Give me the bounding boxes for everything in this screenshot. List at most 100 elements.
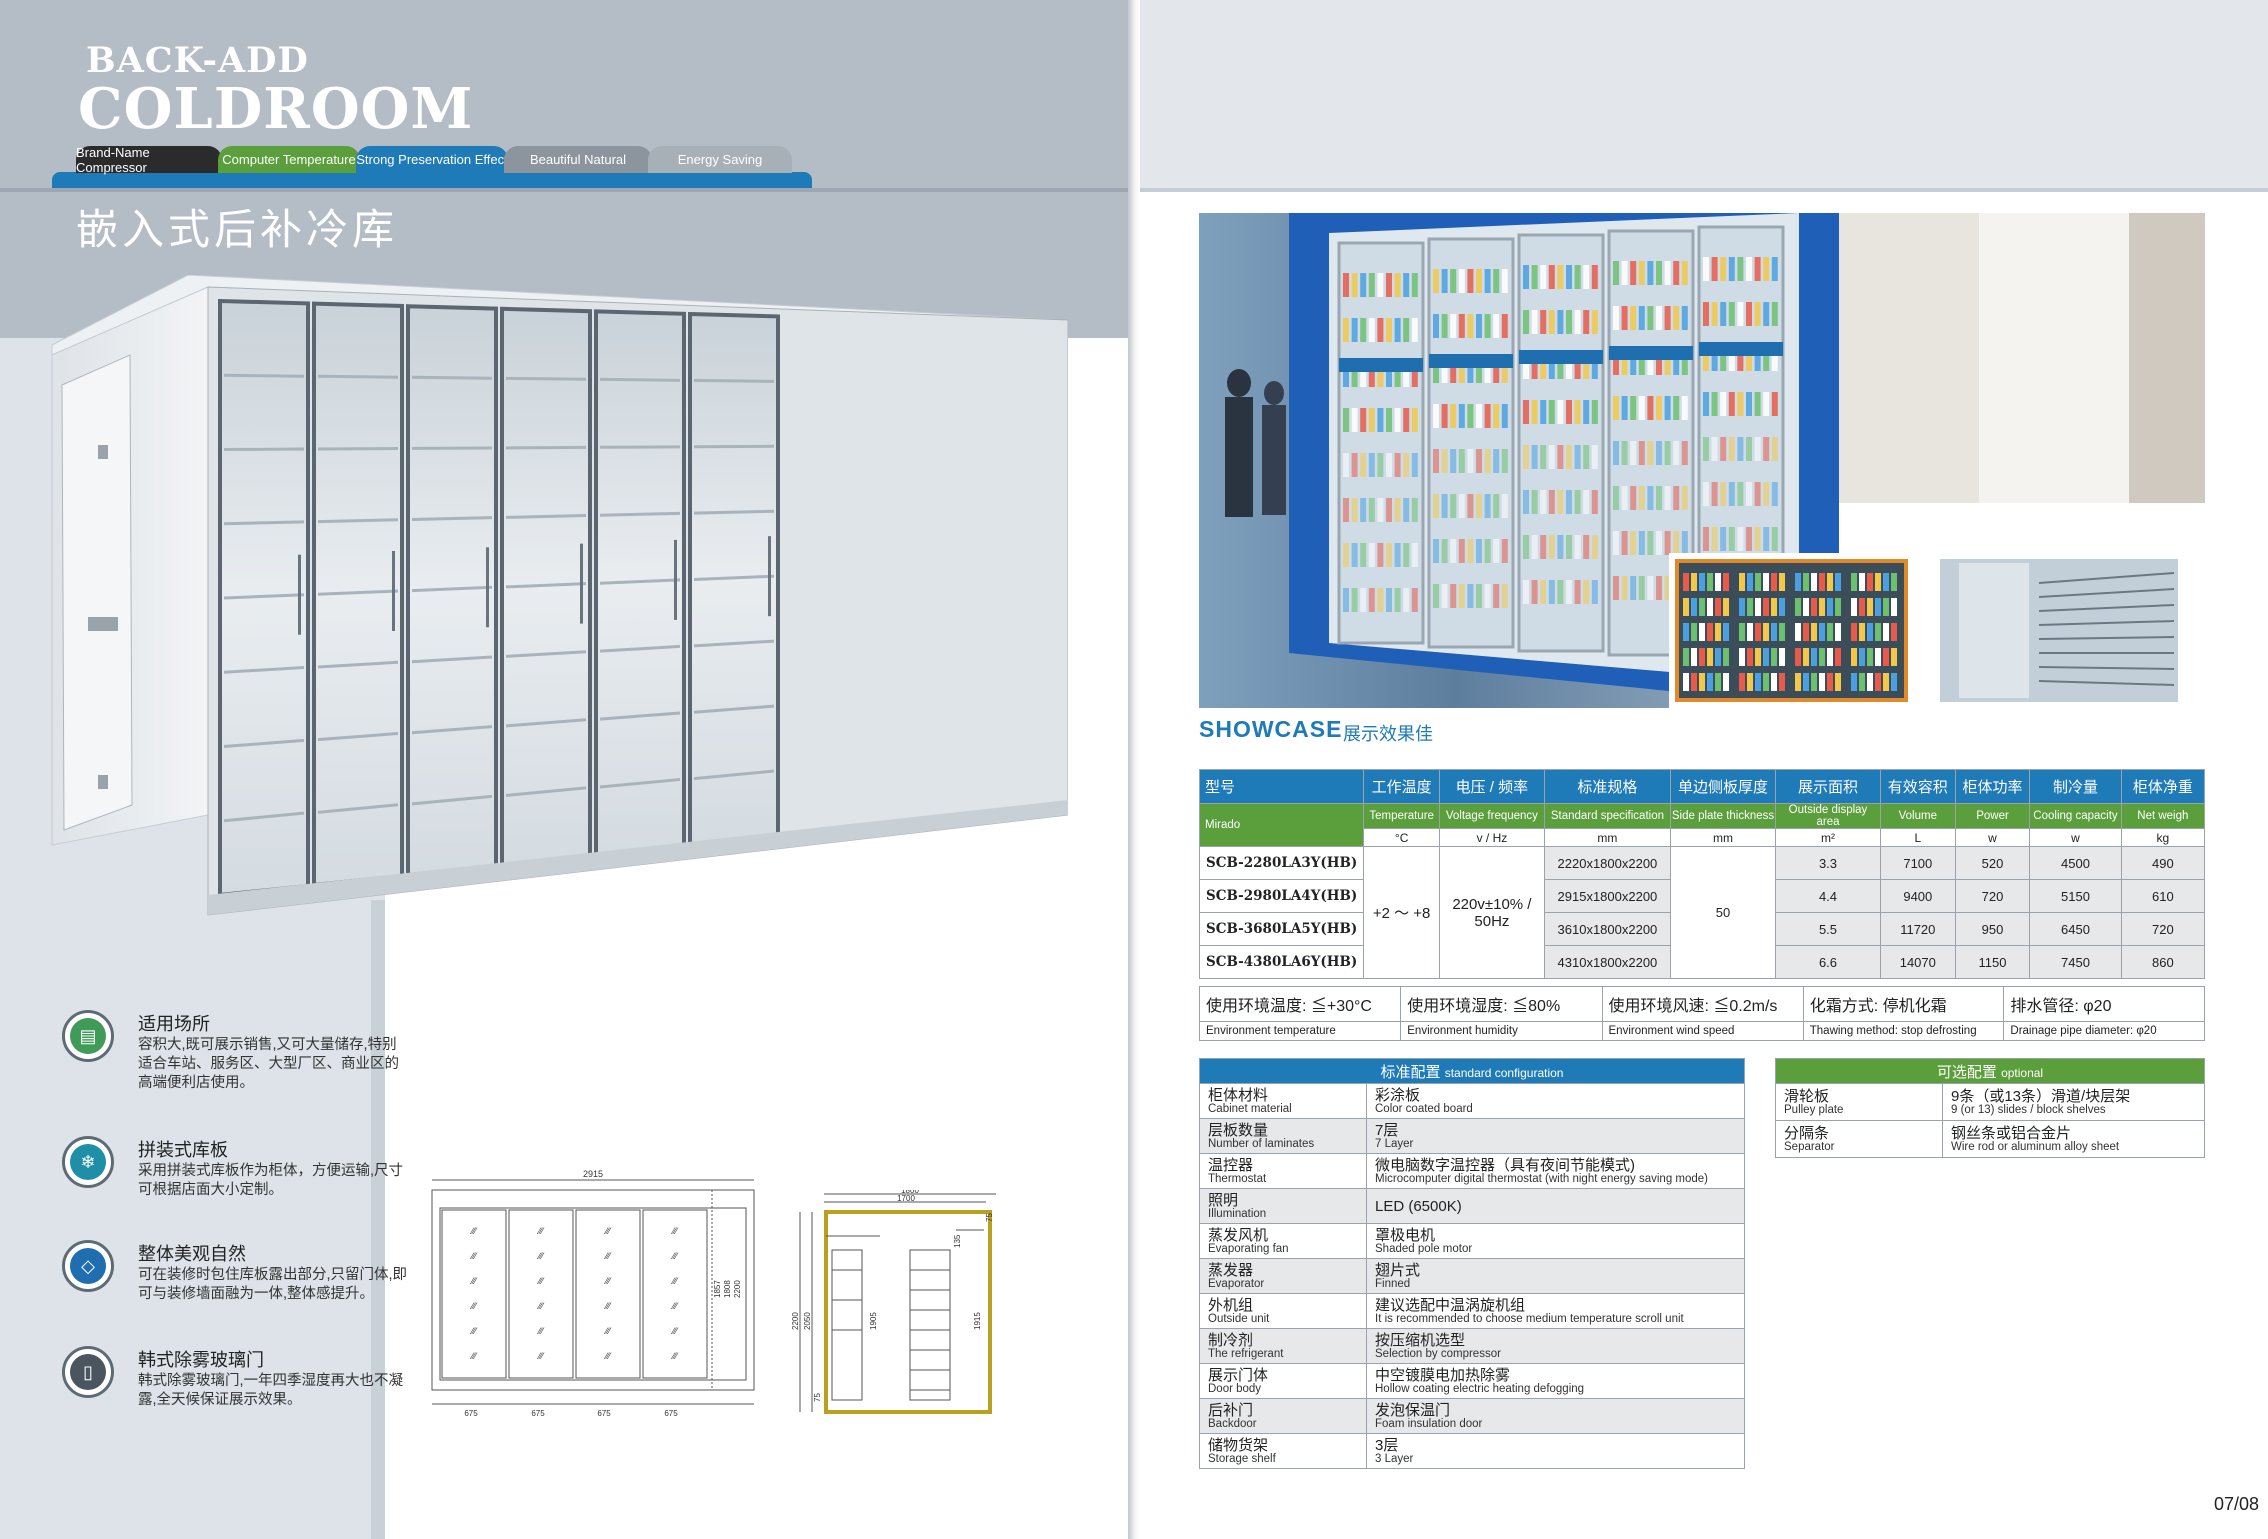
front-height-label: 1857 xyxy=(713,1280,722,1298)
config-value: 钢丝条或铝合金片 xyxy=(1951,1124,2072,1142)
config-value: 按压缩机选型 xyxy=(1375,1331,1466,1349)
svg-text:⁄⁄⁄: ⁄⁄⁄ xyxy=(537,1276,545,1286)
config-key: 滑轮板 xyxy=(1784,1087,1830,1105)
config-value: 罩极电机 xyxy=(1375,1226,1436,1244)
svg-text:⁄⁄⁄: ⁄⁄⁄ xyxy=(537,1301,545,1311)
config-value-en: It is recommended to choose medium tempe… xyxy=(1375,1312,1684,1325)
config-key-en: Thermostat xyxy=(1208,1172,1267,1185)
config-key-en: Evaporating fan xyxy=(1208,1242,1289,1255)
config-key: 后补门 xyxy=(1208,1401,1254,1419)
config-key-en: Door body xyxy=(1208,1382,1262,1395)
table-row: SCB-4380LA6Y(HB) 4310x1800x2200 6.6 1407… xyxy=(1198,945,2206,979)
diamond-icon: ◇ xyxy=(70,1248,106,1284)
side-dim-label: 2050 xyxy=(803,1312,812,1330)
tab-beautiful-natural: Beautiful Natural xyxy=(504,146,652,173)
config-value: 彩涂板 xyxy=(1375,1086,1421,1104)
config-value-en: 9 (or 13) slides / block shelves xyxy=(1951,1103,2106,1116)
side-view-drawing: 1800 1700 135 75 2200 2050 1905 1915 75 xyxy=(791,1190,996,1414)
config-key: 外机组 xyxy=(1208,1296,1254,1314)
config-key: 层板数量 xyxy=(1208,1121,1269,1139)
showcase-subtitle: 展示效果佳 xyxy=(1343,724,1433,744)
tab-brand-compressor: Brand-Name Compressor xyxy=(76,145,222,175)
table-row: SCB-2280LA3Y(HB) +2 ～ +8 220v±10% / 50Hz… xyxy=(1198,846,2206,979)
front-bottom-label: 675 xyxy=(597,1409,611,1418)
config-key: 蒸发风机 xyxy=(1208,1226,1269,1244)
config-value-en: 3 Layer xyxy=(1375,1452,1414,1465)
config-value-en: Foam insulation door xyxy=(1375,1417,1483,1430)
svg-text:⁄⁄⁄: ⁄⁄⁄ xyxy=(671,1251,679,1261)
config-value: 建议选配中温涡旋机组 xyxy=(1375,1296,1526,1314)
config-value: 微电脑数字温控器（具有夜间节能模式) xyxy=(1375,1156,1635,1174)
front-height-label: 1808 xyxy=(723,1280,732,1298)
front-width-label: 2915 xyxy=(583,1169,603,1179)
table-row: SCB-3680LA5Y(HB) 3610x1800x2200 5.5 1172… xyxy=(1198,912,2206,946)
config-key-en: Outside unit xyxy=(1208,1312,1270,1325)
config-value-en: Finned xyxy=(1375,1277,1411,1290)
environment-table: 使用环境温度: ≦+30°C 使用环境湿度: ≦80% 使用环境风速: ≦0.2… xyxy=(1198,986,2205,1041)
svg-text:⁄⁄⁄: ⁄⁄⁄ xyxy=(470,1226,478,1236)
config-key-en: Cabinet material xyxy=(1208,1102,1292,1115)
chinese-title: 嵌入式后补冷库 xyxy=(76,206,399,253)
front-bottom-label: 675 xyxy=(664,1409,678,1418)
tab-energy-saving: Energy Saving xyxy=(648,146,792,173)
config-key-en: Backdoor xyxy=(1208,1417,1257,1430)
config-value: 3层 xyxy=(1375,1436,1399,1454)
side-dim-label: 1915 xyxy=(973,1312,982,1330)
config-value-en: Selection by compressor xyxy=(1375,1347,1501,1360)
config-value-en: Wire rod or aluminum alloy sheet xyxy=(1951,1140,2120,1153)
config-key: 分隔条 xyxy=(1784,1124,1830,1142)
svg-text:⁄⁄⁄: ⁄⁄⁄ xyxy=(671,1301,679,1311)
config-value: 9条（或13条）滑道/块层架 xyxy=(1951,1087,2131,1105)
left-divider-line xyxy=(0,188,1134,192)
side-top-label: 1700 xyxy=(897,1194,915,1203)
side-dim-label: 75 xyxy=(813,1393,822,1402)
config-key-en: Illumination xyxy=(1208,1207,1267,1220)
config-key-en: The refrigerant xyxy=(1208,1347,1284,1360)
config-key-en: Storage shelf xyxy=(1208,1452,1276,1465)
side-dim-label: 135 xyxy=(953,1234,962,1248)
config-value-en: Shaded pole motor xyxy=(1375,1242,1473,1255)
side-dim-label: 75 xyxy=(985,1213,994,1222)
svg-text:⁄⁄⁄: ⁄⁄⁄ xyxy=(671,1226,679,1236)
showcase-title: SHOWCASE xyxy=(1199,716,1343,742)
config-key-en: Number of laminates xyxy=(1208,1137,1315,1150)
coldroom-product-image xyxy=(51,275,1068,916)
config-value: LED (6500K) xyxy=(1375,1197,1462,1215)
config-key-en: Pulley plate xyxy=(1784,1103,1844,1116)
config-key: 展示门体 xyxy=(1208,1366,1269,1384)
svg-text:⁄⁄⁄: ⁄⁄⁄ xyxy=(470,1251,478,1261)
svg-text:⁄⁄⁄: ⁄⁄⁄ xyxy=(470,1326,478,1336)
config-key: 制冷剂 xyxy=(1208,1331,1254,1349)
title-back-add: BACK-ADD xyxy=(86,40,309,81)
showcase-photo-collage xyxy=(1199,213,2205,708)
snowflake-icon: ❄ xyxy=(70,1144,106,1180)
svg-text:⁄⁄⁄: ⁄⁄⁄ xyxy=(604,1301,612,1311)
config-key: 柜体材料 xyxy=(1208,1086,1269,1104)
svg-text:⁄⁄⁄: ⁄⁄⁄ xyxy=(604,1251,612,1261)
svg-text:⁄⁄⁄: ⁄⁄⁄ xyxy=(604,1351,612,1361)
front-view-drawing: ⁄⁄⁄⁄⁄⁄⁄⁄⁄⁄⁄⁄⁄⁄⁄⁄⁄⁄⁄⁄⁄⁄⁄⁄⁄⁄⁄⁄⁄⁄⁄⁄⁄⁄⁄⁄⁄⁄⁄⁄… xyxy=(431,1169,755,1418)
config-value-en: 7 Layer xyxy=(1375,1137,1414,1150)
tab-computer-temperature: Computer Temperature xyxy=(218,146,360,173)
config-value: 发泡保温门 xyxy=(1375,1401,1451,1419)
config-value-en: Hollow coating electric heating defoggin… xyxy=(1375,1382,1585,1395)
front-bottom-label: 675 xyxy=(531,1409,545,1418)
page-gutter xyxy=(1128,0,1140,1539)
svg-text:⁄⁄⁄: ⁄⁄⁄ xyxy=(604,1226,612,1236)
table-row: SCB-2980LA4Y(HB) 2915x1800x2200 4.4 9400… xyxy=(1198,879,2206,913)
tab-bar xyxy=(52,172,812,188)
tab-strong-preservation: Strong Preservation Effect xyxy=(356,146,508,173)
config-value: 翅片式 xyxy=(1375,1261,1421,1279)
config-value: 7层 xyxy=(1375,1121,1399,1139)
